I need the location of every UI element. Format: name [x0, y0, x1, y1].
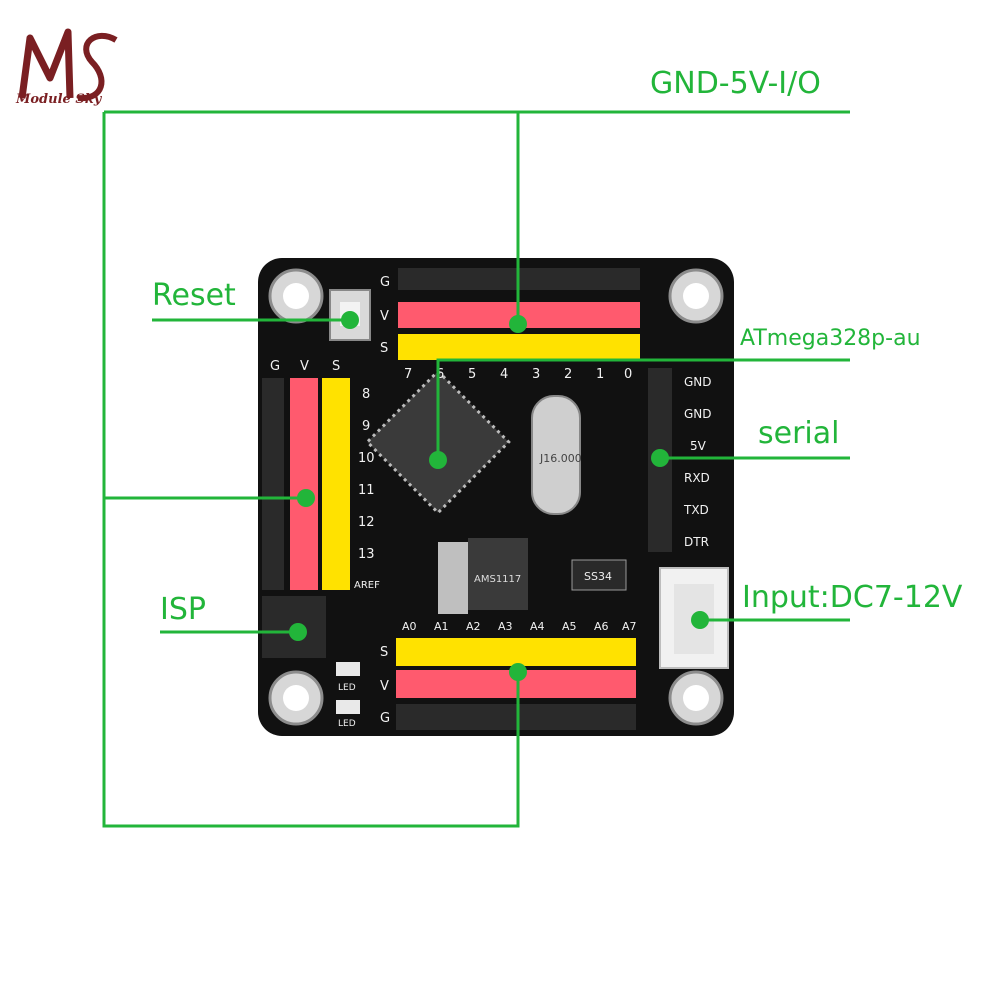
serial-pin-dtr: DTR [684, 535, 709, 549]
label-reset: Reset [152, 278, 236, 313]
ss34-diode [571, 559, 627, 591]
bottom-pin-a6: A6 [594, 620, 609, 633]
callout-dots [289, 311, 709, 681]
bottom-letter-s: S [380, 645, 388, 660]
bottom-pin-a4: A4 [530, 620, 545, 633]
serial-pin-5v: 5V [690, 439, 707, 453]
bottom-pin-a7: A7 [622, 620, 637, 633]
top-pin-5: 5 [468, 367, 476, 382]
top-pin-4: 4 [500, 367, 508, 382]
voltage-regulator [438, 538, 528, 614]
crystal [531, 395, 581, 515]
top-pin-0: 0 [624, 367, 632, 382]
top-pin-1: 1 [596, 367, 604, 382]
pcb-board [258, 258, 734, 736]
regulator-label: AMS1117 [474, 574, 521, 585]
serial-pin-gnd-1: GND [684, 375, 712, 389]
label-input: Input:DC7-12V [742, 580, 963, 615]
left-pin-10: 10 [358, 451, 375, 466]
serial-pin-txd: TXD [683, 503, 709, 517]
top-pin-2: 2 [564, 367, 572, 382]
brand-name: Module Sky [16, 92, 102, 107]
label-gnd-5v-io: GND-5V-I/O [650, 66, 821, 101]
top-letter-g: G [380, 275, 390, 290]
bottom-letter-v: V [380, 679, 389, 694]
callout-lines [102, 110, 850, 828]
diode-label: SS34 [584, 570, 612, 583]
serial-pin-rxd: RXD [684, 471, 710, 485]
bottom-pin-a1: A1 [434, 620, 449, 633]
left-letter-g: G [270, 359, 280, 374]
left-header-red [290, 378, 318, 590]
crystal-label: J16.000 [539, 452, 582, 465]
left-pin-13: 13 [358, 547, 375, 562]
label-isp: ISP [160, 592, 206, 627]
left-letter-s: S [332, 359, 340, 374]
top-header-yellow [398, 334, 640, 360]
left-letter-v: V [300, 359, 309, 374]
top-letter-s: S [380, 341, 388, 356]
left-pin-8: 8 [362, 387, 370, 402]
bottom-letter-g: G [380, 711, 390, 726]
bottom-pin-a0: A0 [402, 620, 417, 633]
top-letter-v: V [380, 309, 389, 324]
label-atmega: ATmega328p-au [740, 326, 921, 351]
left-pin-aref: AREF [354, 580, 380, 591]
top-pin-6: 6 [436, 367, 444, 382]
bottom-pin-a5: A5 [562, 620, 577, 633]
left-pin-9: 9 [362, 419, 370, 434]
bottom-header-yellow [396, 638, 636, 666]
led [336, 662, 360, 714]
bottom-pin-a2: A2 [466, 620, 481, 633]
bottom-pin-a3: A3 [498, 620, 513, 633]
bottom-header-black [396, 704, 636, 730]
left-pin-12: 12 [358, 515, 375, 530]
top-pin-3: 3 [532, 367, 540, 382]
module-sky-logo [18, 28, 118, 102]
top-pin-7: 7 [404, 367, 412, 382]
left-header-black [262, 378, 284, 590]
left-pin-11: 11 [358, 483, 375, 498]
led-label-1: LED [338, 683, 356, 693]
led-label-2: LED [338, 719, 356, 729]
left-header-yellow [322, 378, 350, 590]
serial-pin-gnd-2: GND [684, 407, 712, 421]
label-serial: serial [758, 416, 840, 451]
